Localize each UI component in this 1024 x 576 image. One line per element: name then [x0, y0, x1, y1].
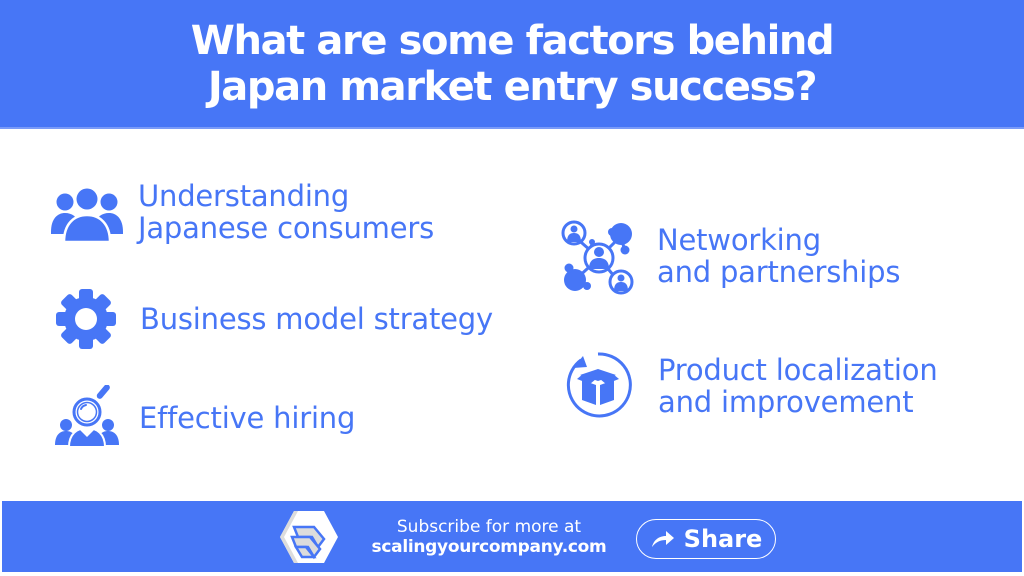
website-link[interactable]: scalingyourcompany.com: [371, 537, 607, 557]
share-label: Share: [683, 525, 763, 553]
footer-banner: Subscribe for more at scalingyourcompany…: [2, 501, 1022, 572]
header-banner: What are some factors behind Japan marke…: [0, 0, 1024, 129]
subscribe-text: Subscribe for more at scalingyourcompany…: [364, 517, 614, 557]
factor-business-model: Business model strategy: [54, 287, 493, 351]
title-line-1: What are some factors behind: [190, 17, 835, 64]
share-arrow-icon: [651, 531, 674, 547]
factor-networking: Networking and partnerships: [559, 218, 900, 298]
network-icon: [561, 220, 634, 295]
factor-label: Product localization and improvement: [658, 353, 938, 419]
box-refresh-icon: [566, 352, 632, 418]
subscribe-label: Subscribe for more at: [396, 517, 582, 537]
factor-understanding-consumers: Understanding Japanese consumers: [50, 180, 434, 244]
factor-label: Effective hiring: [139, 401, 356, 435]
hiring-search-icon: [55, 385, 119, 447]
gear-icon: [56, 289, 116, 349]
factor-label: Networking and partnerships: [657, 223, 901, 289]
hexagon-logo-icon[interactable]: [278, 509, 340, 565]
people-group-icon: [51, 188, 123, 244]
factor-product-localization: Product localization and improvement: [563, 350, 938, 420]
share-button[interactable]: Share: [636, 519, 776, 559]
page-title: What are some factors behind Japan marke…: [132, 18, 892, 110]
factor-label: Understanding Japanese consumers: [138, 179, 434, 245]
title-line-2: Japan market entry success?: [207, 63, 818, 110]
factor-label: Business model strategy: [140, 302, 493, 336]
factor-effective-hiring: Effective hiring: [53, 385, 355, 447]
